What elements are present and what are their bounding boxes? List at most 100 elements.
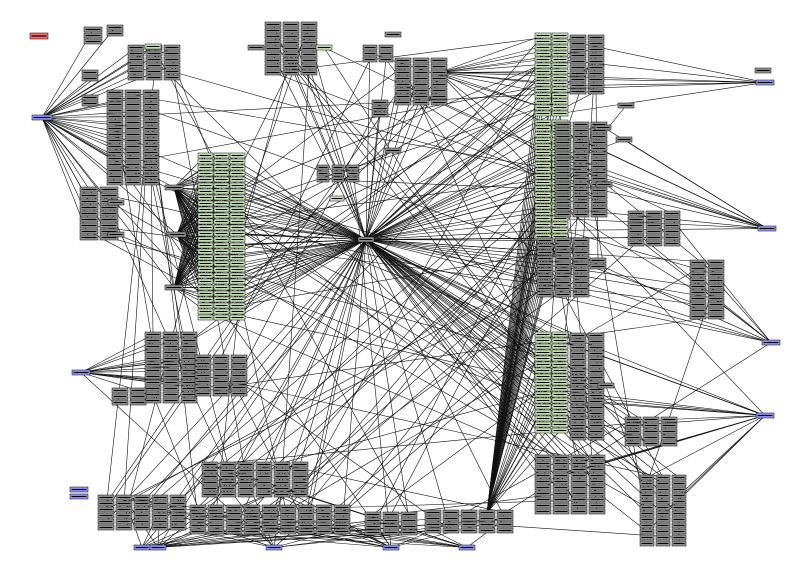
gray-node[interactable] xyxy=(572,285,590,292)
gray-node[interactable] xyxy=(587,356,605,363)
gray-node[interactable] xyxy=(382,529,400,536)
green-node[interactable] xyxy=(197,284,214,291)
gray-node[interactable] xyxy=(331,176,345,183)
green-node[interactable] xyxy=(534,86,552,93)
gray-node[interactable] xyxy=(79,192,99,199)
gray-node[interactable] xyxy=(570,508,588,515)
gray-node[interactable] xyxy=(255,473,273,480)
green-node[interactable] xyxy=(534,215,552,222)
gray-node[interactable] xyxy=(124,89,142,96)
gray-node[interactable] xyxy=(587,344,605,351)
gray-node[interactable] xyxy=(707,301,725,308)
gray-node[interactable] xyxy=(163,74,181,81)
gray-node[interactable] xyxy=(97,506,115,513)
gray-node[interactable] xyxy=(569,404,587,411)
gray-node[interactable] xyxy=(194,354,212,361)
gray-node[interactable] xyxy=(645,222,663,229)
gray-node[interactable] xyxy=(460,521,478,528)
green-node[interactable] xyxy=(197,296,214,303)
gray-node[interactable] xyxy=(569,392,587,399)
gray-node[interactable] xyxy=(570,466,588,473)
gray-node[interactable] xyxy=(243,528,261,535)
gray-node[interactable] xyxy=(570,490,588,497)
green-node[interactable] xyxy=(229,224,246,231)
gray-node[interactable] xyxy=(645,228,663,235)
gray-node[interactable] xyxy=(194,360,212,367)
gray-node[interactable] xyxy=(264,27,282,34)
gray-node[interactable] xyxy=(627,228,645,235)
green-node[interactable] xyxy=(229,314,246,321)
gray-node[interactable] xyxy=(663,234,681,241)
gray-node[interactable] xyxy=(189,528,207,535)
gray-node[interactable] xyxy=(554,243,572,250)
gray-node[interactable] xyxy=(554,133,572,140)
gray-node[interactable] xyxy=(124,101,142,108)
gray-node[interactable] xyxy=(163,44,181,51)
gray-node[interactable] xyxy=(255,461,273,468)
green-node[interactable] xyxy=(229,260,246,267)
blue-node[interactable] xyxy=(755,79,775,86)
gray-node[interactable] xyxy=(133,506,151,513)
gray-node[interactable] xyxy=(142,125,160,132)
gray-node[interactable] xyxy=(707,295,725,302)
green-node[interactable] xyxy=(534,167,552,174)
gray-node[interactable] xyxy=(180,391,198,398)
gray-node[interactable] xyxy=(169,494,187,501)
gray-node[interactable] xyxy=(99,186,119,193)
gray-node[interactable] xyxy=(163,62,181,69)
gray-node[interactable] xyxy=(315,516,333,523)
gray-node[interactable] xyxy=(97,494,115,501)
gray-node[interactable] xyxy=(237,485,255,492)
gray-node[interactable] xyxy=(587,70,605,77)
gray-node[interactable] xyxy=(180,361,198,368)
green-node[interactable] xyxy=(229,218,246,225)
gray-node[interactable] xyxy=(707,313,725,320)
green-node[interactable] xyxy=(534,227,552,234)
gray-node[interactable] xyxy=(642,422,660,429)
gray-node[interactable] xyxy=(554,151,572,158)
gray-node[interactable] xyxy=(79,186,99,193)
gray-node[interactable] xyxy=(572,193,590,200)
gray-node[interactable] xyxy=(261,522,279,529)
gray-node[interactable] xyxy=(207,516,225,523)
gray-node[interactable] xyxy=(378,50,394,57)
gray-node[interactable] xyxy=(572,121,590,128)
green-node[interactable] xyxy=(213,302,230,309)
gray-node[interactable] xyxy=(115,506,133,513)
gray-node[interactable] xyxy=(569,350,587,357)
gray-node[interactable] xyxy=(99,210,119,217)
gray-node[interactable] xyxy=(180,367,198,374)
gray-node[interactable] xyxy=(394,81,412,88)
gray-node[interactable] xyxy=(478,527,496,534)
blue-node[interactable] xyxy=(31,114,53,121)
gray-node[interactable] xyxy=(124,95,142,102)
green-node[interactable] xyxy=(213,242,230,249)
gray-node[interactable] xyxy=(588,496,606,503)
gray-node[interactable] xyxy=(627,222,645,229)
green-node[interactable] xyxy=(534,74,552,81)
gray-node[interactable] xyxy=(189,504,207,511)
gray-node[interactable] xyxy=(273,473,291,480)
gray-node[interactable] xyxy=(615,136,633,143)
green-node[interactable] xyxy=(197,212,214,219)
gray-node[interactable] xyxy=(106,30,124,37)
gray-node[interactable] xyxy=(534,478,552,485)
gray-node[interactable] xyxy=(106,113,124,120)
gray-node[interactable] xyxy=(590,157,608,164)
gray-node[interactable] xyxy=(162,355,180,362)
gray-node[interactable] xyxy=(442,515,460,522)
gray-node[interactable] xyxy=(587,64,605,71)
gray-node[interactable] xyxy=(362,56,378,63)
green-node[interactable] xyxy=(197,254,214,261)
gray-node[interactable] xyxy=(151,512,169,519)
gray-node[interactable] xyxy=(300,69,318,76)
gray-node[interactable] xyxy=(587,374,605,381)
gray-node[interactable] xyxy=(655,516,671,523)
gray-node[interactable] xyxy=(460,527,478,534)
gray-node[interactable] xyxy=(83,38,103,45)
gray-node[interactable] xyxy=(106,125,124,132)
gray-node[interactable] xyxy=(663,222,681,229)
gray-node[interactable] xyxy=(587,350,605,357)
gray-node[interactable] xyxy=(554,169,572,176)
gray-node[interactable] xyxy=(129,399,147,406)
